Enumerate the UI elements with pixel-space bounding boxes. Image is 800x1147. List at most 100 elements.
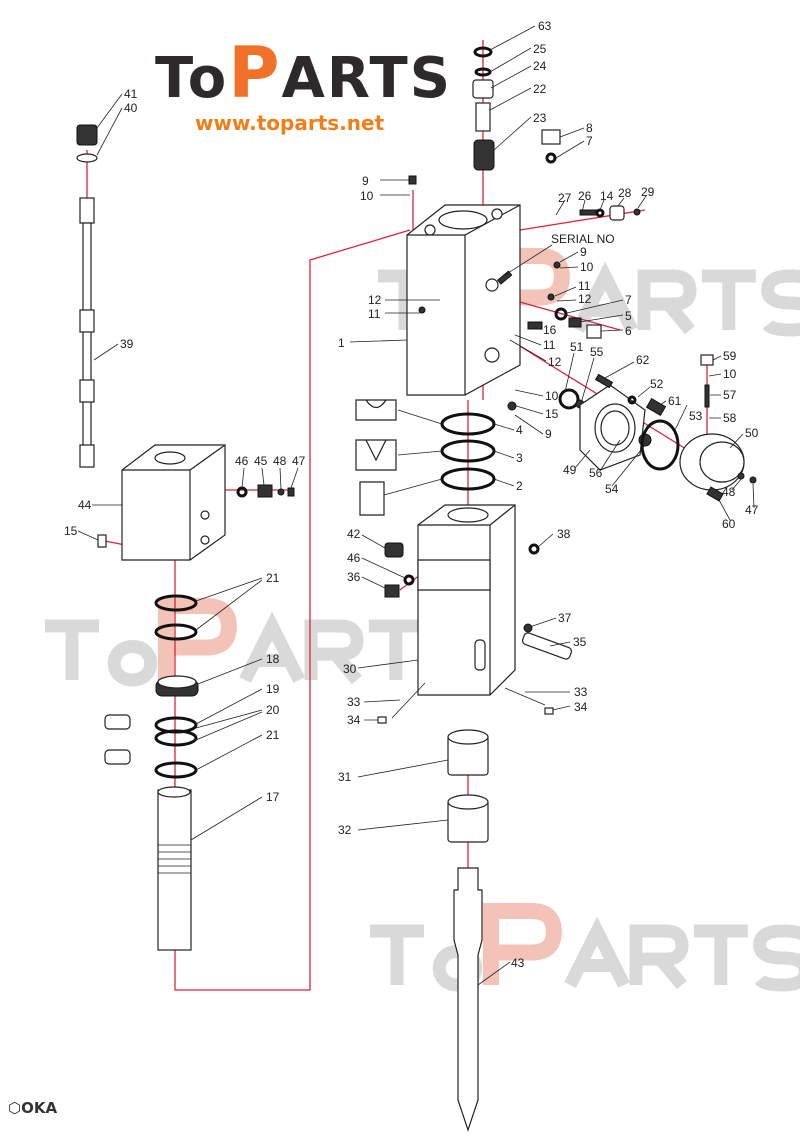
label-16: 16 xyxy=(543,323,557,337)
label-59: 59 xyxy=(723,349,737,363)
label-48: 48 xyxy=(273,454,287,468)
label-14: 14 xyxy=(600,189,614,203)
hose-assembly xyxy=(76,124,98,468)
watermark-letter xyxy=(702,276,756,330)
front-head-30 xyxy=(377,504,573,724)
label-10: 10 xyxy=(723,367,737,381)
label-11: 11 xyxy=(578,279,591,293)
watermark-letter xyxy=(311,626,357,680)
oka-text: OKA xyxy=(21,1099,58,1117)
label-11: 11 xyxy=(543,338,556,352)
label-7: 7 xyxy=(586,134,593,148)
cylinder-parts-left xyxy=(104,594,199,951)
label-46: 46 xyxy=(235,454,249,468)
label-58: 58 xyxy=(723,411,737,425)
label-61: 61 xyxy=(668,394,682,408)
part-labels: 63 25 24 22 23 8 7 9 10 27 26 14 28 29 S… xyxy=(64,19,759,970)
label-12: 12 xyxy=(368,293,382,307)
label-27: 27 xyxy=(558,191,572,205)
watermark-letter xyxy=(370,931,424,985)
watermark-middle-left xyxy=(45,606,481,680)
watermark-letter xyxy=(644,276,690,330)
watermark-letter xyxy=(578,276,632,330)
label-9: 9 xyxy=(580,245,587,259)
watermark-letter xyxy=(369,626,423,680)
watermark-letter xyxy=(114,647,150,680)
label-37: 37 xyxy=(558,611,572,625)
label-62: 62 xyxy=(636,353,650,367)
label-57: 57 xyxy=(723,388,737,402)
label-29: 29 xyxy=(641,185,655,199)
label-48: 48 xyxy=(722,485,736,499)
label-39: 39 xyxy=(120,337,134,351)
label-60: 60 xyxy=(722,517,736,531)
label-33: 33 xyxy=(347,695,361,709)
watermark-bottom xyxy=(370,911,800,985)
watermark-letter xyxy=(166,606,229,680)
label-10: 10 xyxy=(360,189,374,203)
label-12: 12 xyxy=(578,292,592,306)
label-10: 10 xyxy=(580,260,594,274)
label-34: 34 xyxy=(574,700,588,714)
label-18: 18 xyxy=(266,652,280,666)
label-28: 28 xyxy=(618,186,632,200)
side-cover-assembly xyxy=(579,354,757,502)
logo-prefix: To xyxy=(155,46,229,111)
label-9: 9 xyxy=(545,427,552,441)
label-8: 8 xyxy=(586,121,593,135)
label-47: 47 xyxy=(745,503,759,517)
label-5: 5 xyxy=(625,309,632,323)
label-10: 10 xyxy=(545,389,559,403)
label-40: 40 xyxy=(124,101,138,115)
watermark-letter xyxy=(760,931,800,985)
valve-block-44 xyxy=(97,444,295,561)
oka-brand-mark: ⬡OKA xyxy=(8,1099,57,1117)
label-30: 30 xyxy=(343,662,357,676)
label-55: 55 xyxy=(590,345,604,359)
label-51: 51 xyxy=(570,340,584,354)
label-26: 26 xyxy=(578,189,592,203)
watermark-letter xyxy=(491,911,554,985)
label-7: 7 xyxy=(625,293,632,307)
bushings-and-chisel xyxy=(447,729,489,1132)
label-35: 35 xyxy=(573,635,587,649)
label-15: 15 xyxy=(64,524,78,538)
main-body-1 xyxy=(406,204,521,396)
label-56: 56 xyxy=(589,466,603,480)
label-32: 32 xyxy=(338,823,352,837)
label-23: 23 xyxy=(533,111,547,125)
label-20: 20 xyxy=(266,703,280,717)
label-11: 11 xyxy=(368,307,381,321)
watermark-letter xyxy=(570,931,624,985)
label-53: 53 xyxy=(689,409,703,423)
label-54: 54 xyxy=(605,482,619,496)
label-9: 9 xyxy=(362,174,369,188)
label-52: 52 xyxy=(650,377,664,391)
label-6: 6 xyxy=(625,324,632,338)
logo-p: P xyxy=(228,32,282,114)
top-valve-stack xyxy=(408,46,561,185)
label-38: 38 xyxy=(557,527,571,541)
label-22: 22 xyxy=(533,82,547,96)
label-21: 21 xyxy=(266,571,280,585)
seal-rings xyxy=(355,399,496,516)
toparts-logo: ToPARTS www.toparts.net xyxy=(155,38,450,140)
label-34: 34 xyxy=(347,713,361,727)
watermark-letter xyxy=(768,276,800,330)
label-44: 44 xyxy=(78,498,92,512)
label-45: 45 xyxy=(254,454,268,468)
label-4: 4 xyxy=(516,423,523,437)
leader-lines xyxy=(77,25,755,986)
label-46: 46 xyxy=(347,551,361,565)
hexagon-icon: ⬡ xyxy=(8,1099,22,1117)
serial-no-label: SERIAL NO xyxy=(551,232,615,246)
label-12: 12 xyxy=(548,355,562,369)
label-63: 63 xyxy=(538,19,552,33)
label-47: 47 xyxy=(292,454,306,468)
label-43: 43 xyxy=(511,956,525,970)
logo-url: www.toparts.net xyxy=(195,111,385,135)
label-36: 36 xyxy=(347,570,361,584)
label-41: 41 xyxy=(124,87,138,101)
label-17: 17 xyxy=(266,790,280,804)
